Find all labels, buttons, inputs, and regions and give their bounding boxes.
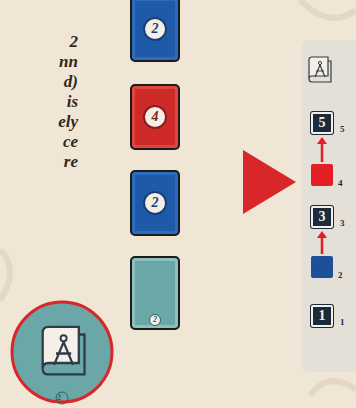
track-slot: 33 bbox=[311, 206, 333, 228]
slot-number: 5 bbox=[313, 114, 331, 132]
track-slot: 2 bbox=[311, 256, 333, 278]
cost-number: 2 bbox=[57, 394, 61, 402]
track-slot: 11 bbox=[311, 305, 333, 327]
slot-number: 3 bbox=[313, 208, 331, 226]
position-number: 4 bbox=[338, 179, 343, 188]
rule-text: d) bbox=[64, 73, 78, 90]
position-number: 3 bbox=[340, 219, 345, 228]
position-number: 2 bbox=[338, 271, 343, 280]
position-number: 1 bbox=[340, 318, 345, 327]
track-slot: 55 bbox=[311, 112, 333, 134]
position-number: 5 bbox=[340, 125, 345, 134]
rule-text: is bbox=[67, 93, 78, 110]
game-card: 4 bbox=[130, 84, 180, 150]
rule-text: nn bbox=[59, 53, 78, 70]
card-value: 2 bbox=[143, 191, 167, 215]
rule-text: ce bbox=[63, 133, 78, 150]
track-slot: 4 bbox=[311, 164, 333, 186]
card-value: 2 bbox=[143, 17, 167, 41]
card-value: 4 bbox=[143, 105, 167, 129]
rule-text: ely bbox=[58, 113, 78, 130]
game-card: 2 bbox=[130, 256, 180, 330]
move-arrow bbox=[317, 137, 327, 162]
slot-number: 1 bbox=[313, 307, 331, 325]
move-arrow bbox=[317, 231, 327, 254]
rule-text: 2 bbox=[70, 33, 79, 50]
card-value: 2 bbox=[149, 314, 161, 326]
game-card: 2 bbox=[130, 170, 180, 236]
game-card: 2 bbox=[130, 0, 180, 62]
rule-text: re bbox=[64, 153, 78, 170]
